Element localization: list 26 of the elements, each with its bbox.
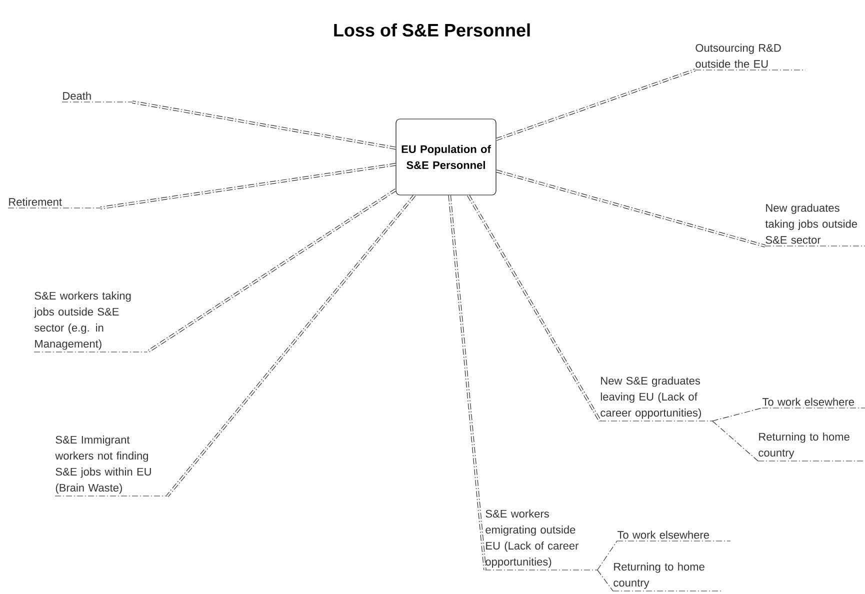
double-connector — [100, 163, 396, 210]
underlined-label: Outsourcing R&D outside the EU — [694, 44, 806, 70]
underlined-label: Returning to home country — [612, 562, 722, 592]
title: Loss of S&E Personnel — [334, 23, 530, 37]
underlined-label: To work elsewhere — [762, 398, 865, 408]
underlined-label: Returning to home country — [758, 432, 865, 462]
double-connector — [496, 68, 696, 141]
double-connector — [132, 100, 396, 150]
connector — [712, 420, 758, 462]
double-connector — [467, 194, 602, 422]
underlined-label: Retirement — [8, 198, 101, 208]
underlined-label: S&E workers taking jobs outside S&E sector (e.g. in Management) — [34, 292, 148, 352]
underlined-label: New S&E graduates leaving EU (Lack of career opportunities) — [600, 376, 713, 422]
underlined-label: S&E Immigrant workers not finding S&E jobs within EU (Brain Waste) — [54, 436, 168, 496]
double-connector — [146, 188, 396, 354]
double-connector — [166, 194, 416, 497]
central-box: EU Population of S&E Personnel — [396, 118, 496, 196]
double-connector — [496, 170, 766, 248]
underlined-label: New graduates taking jobs outside S&E sector — [764, 204, 865, 246]
underlined-label: S&E workers emigrating outside EU (Lack of career opportunities) — [484, 510, 598, 570]
double-connector — [448, 195, 486, 570]
connector — [597, 570, 614, 592]
connector — [597, 540, 618, 570]
underlined-label: Death — [62, 92, 133, 102]
connector — [712, 408, 762, 422]
underlined-label: To work elsewhere — [616, 530, 731, 542]
